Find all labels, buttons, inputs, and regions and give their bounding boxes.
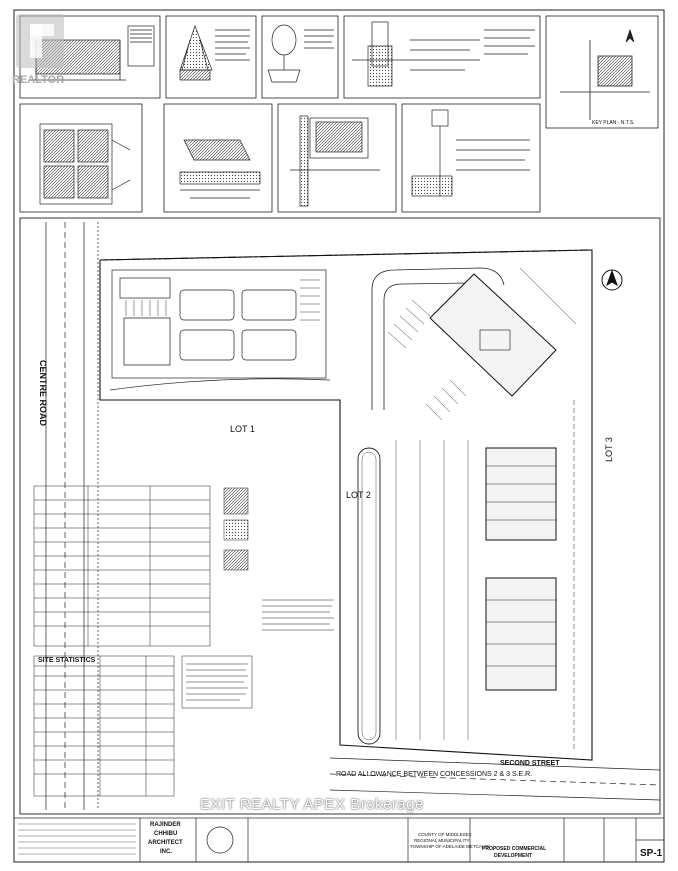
architect-name-3: ARCHITECT <box>148 840 183 846</box>
realtor-logo: REALTOR <box>6 6 72 90</box>
client-line-2: REGIONAL MUNICIPALITY <box>414 838 470 843</box>
road-allowance-label: ROAD ALLOWANCE BETWEEN CONCESSIONS 2 & 3… <box>336 771 533 778</box>
detail-panels <box>19 15 659 213</box>
architect-name-1: RAJINDER <box>150 822 181 828</box>
realtor-logo-icon <box>16 14 64 68</box>
client-line-3: TOWNSHIP OF ADELAIDE METCALFE <box>410 844 491 849</box>
north-arrow-icon <box>601 269 623 291</box>
project-title-1: PROPOSED COMMERCIAL <box>482 846 547 852</box>
architect-name-4: INC. <box>160 849 172 855</box>
second-street-label: SECOND STREET <box>500 760 560 767</box>
site-statistics-title: SITE STATISTICS <box>38 657 96 664</box>
architect-name-2: CHHIBU <box>154 831 178 837</box>
project-title-2: DEVELOPMENT <box>494 853 533 859</box>
lot-1-label: LOT 1 <box>230 424 255 434</box>
key-plan-title: KEY PLAN - N.T.S. <box>592 120 635 126</box>
brokerage-watermark: EXIT REALTY APEX Brokerage <box>200 796 424 813</box>
sheet-number: SP-1 <box>640 848 663 859</box>
centre-road-label: CENTRE ROAD <box>38 360 48 427</box>
lot-3-label: LOT 3 <box>604 437 614 462</box>
client-line-1: COUNTY OF MIDDLESEX <box>418 832 472 837</box>
realtor-logo-text: REALTOR <box>12 74 65 86</box>
lot-2-label: LOT 2 <box>346 490 371 500</box>
